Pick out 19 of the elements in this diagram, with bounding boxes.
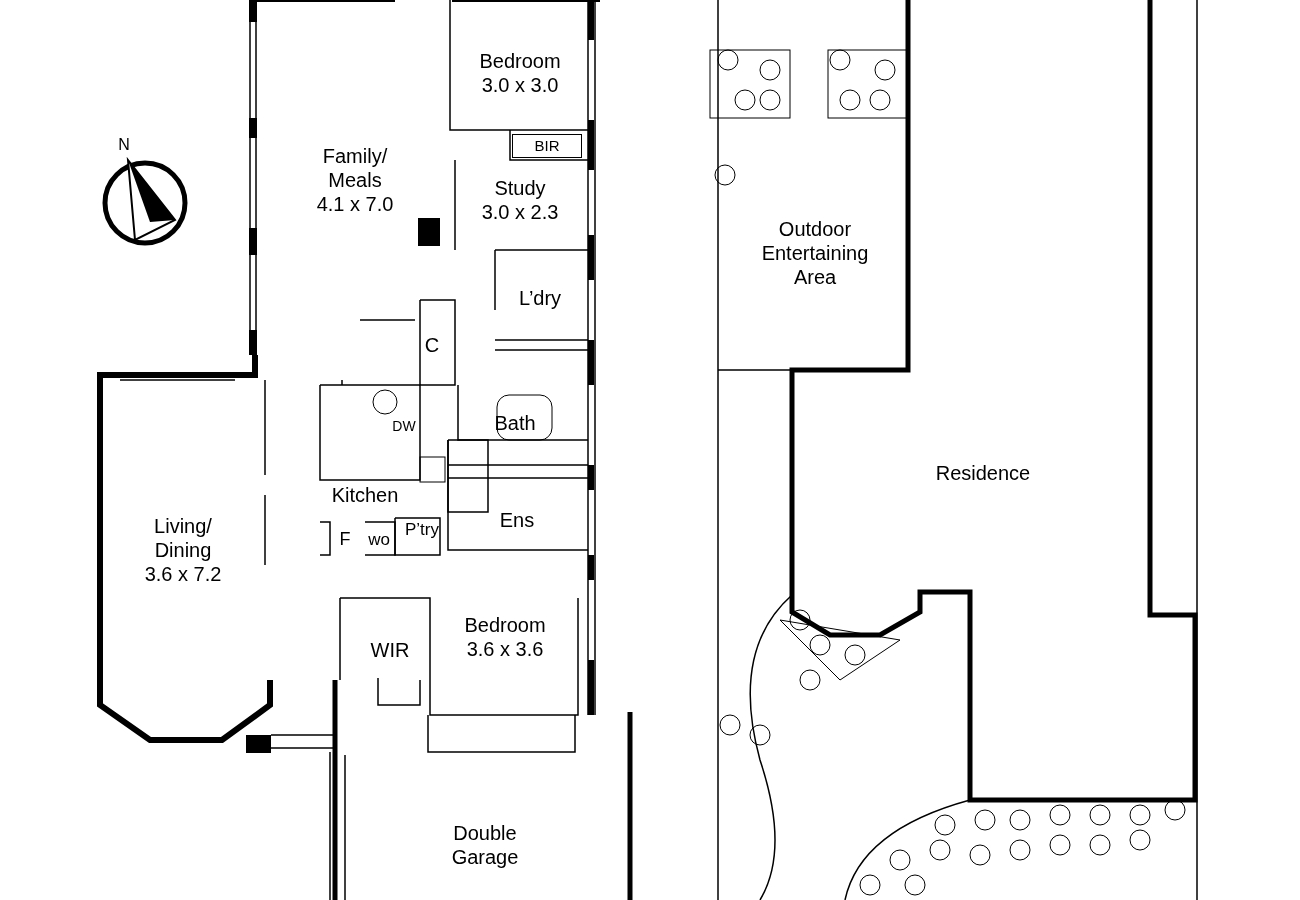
room-label: Outdoor Entertaining Area [745, 217, 885, 289]
room-label: Bedroom 3.6 x 3.6 [450, 613, 560, 661]
north-label: N [118, 136, 130, 154]
room-label: wo [366, 529, 392, 551]
room-label: WIR [365, 638, 415, 662]
room-label: Double Garage [425, 821, 545, 869]
room-label: F [335, 529, 355, 551]
room-label: P’try [397, 519, 447, 541]
room-label: Kitchen [320, 483, 410, 507]
appliance-label: DW [392, 418, 416, 434]
room-label: Living/ Dining 3.6 x 7.2 [128, 514, 238, 586]
room-label: L’dry [500, 286, 580, 310]
room-label: BIR [512, 134, 582, 158]
room-label: Study 3.0 x 2.3 [465, 176, 575, 224]
room-label: Residence [923, 461, 1043, 485]
room-label: Ens [487, 508, 547, 532]
room-label: Bath [480, 411, 550, 435]
room-label: Bedroom 3.0 x 3.0 [465, 49, 575, 97]
room-label: Family/ Meals 4.1 x 7.0 [300, 144, 410, 216]
